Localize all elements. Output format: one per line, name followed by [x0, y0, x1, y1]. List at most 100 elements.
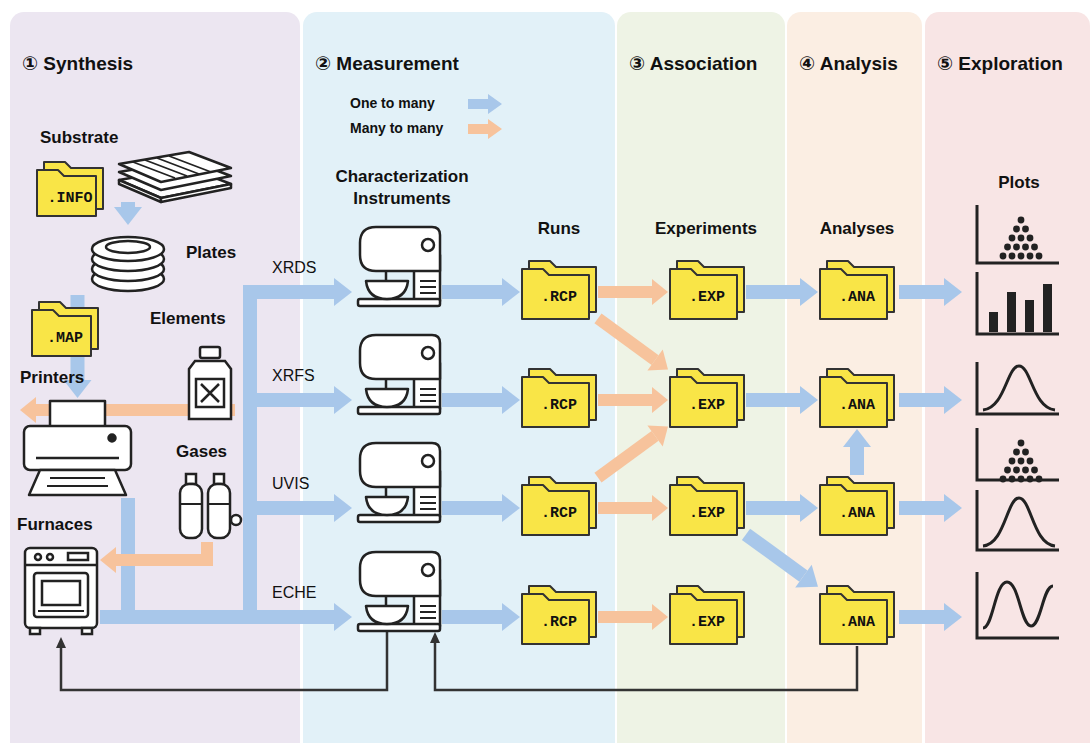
drawing-part: [358, 443, 440, 522]
drawing-part: [670, 485, 737, 535]
furnace-icon: [22, 545, 100, 637]
stage-heading: ③ Association: [629, 52, 757, 75]
drawing-part: [522, 594, 589, 644]
arrow-shaft: [100, 292, 334, 617]
file-folder: .MAP: [30, 300, 100, 358]
flow-arrow: [56, 632, 387, 690]
drawing-part: [360, 335, 440, 379]
file-extension: .RCP: [541, 504, 577, 524]
plot-dot: [1022, 449, 1029, 456]
stage-heading: ② Measurement: [315, 52, 459, 75]
flow-arrow: [598, 604, 668, 630]
drawing-part: [92, 237, 164, 291]
drawing-part: [92, 237, 164, 261]
folder-shape: [30, 300, 100, 358]
drawing-part: [977, 272, 1059, 334]
drawing-part: [522, 377, 589, 427]
drawing-part: [366, 389, 408, 407]
inst-icon: [352, 550, 442, 632]
plot-dot: [1018, 440, 1025, 447]
item-label: Plates: [186, 243, 236, 263]
plot-dot: [1009, 476, 1016, 483]
synthesis-item: Furnaces: [22, 545, 100, 637]
drawing-part: [522, 261, 596, 319]
drawing-part: [358, 552, 440, 631]
drawing-part: [977, 572, 1059, 638]
drawing-part: [977, 428, 1059, 480]
drawing-part: [977, 490, 1059, 550]
arrow-shaft: [746, 501, 800, 515]
drawing-part: [360, 552, 440, 596]
arrow-head: [795, 565, 818, 588]
drawing-part: [35, 554, 41, 560]
drawing-part: [25, 564, 97, 567]
drawing-part: [977, 272, 1059, 334]
plot-dot: [1009, 253, 1016, 260]
drawing-part: [977, 572, 1059, 638]
arrow-shaft: [100, 610, 334, 624]
drawing-part: [820, 269, 887, 319]
stage-heading: ① Synthesis: [22, 52, 133, 75]
arrow-shaft: [746, 534, 803, 576]
drawing-part: [385, 271, 388, 281]
drawing-part: [358, 299, 440, 306]
arrow-head: [100, 547, 116, 573]
drawing-part: [37, 170, 96, 216]
drawing-part: [522, 485, 589, 535]
flow-arrow: [442, 278, 520, 306]
stage-band: ① SynthesisSubstrate.INFOPlates.MAPEleme…: [10, 12, 300, 743]
drawing-part: [37, 162, 103, 216]
arrow-shaft: [598, 502, 652, 514]
arrow-head: [652, 495, 668, 521]
inst-icon: [352, 333, 442, 415]
flow-arrow: [746, 494, 818, 522]
file-folder: .RCP: [520, 584, 598, 646]
file-folder: .RCP: [520, 475, 598, 537]
flow-arrow: [100, 386, 352, 617]
file-folder: .RCP: [520, 259, 598, 321]
drawing-part: [385, 379, 388, 389]
drawing-part: [200, 347, 220, 358]
drawing-part: [29, 470, 126, 495]
arrow-shaft: [435, 643, 857, 690]
drawing-part: [820, 261, 894, 319]
flow-arrow: [598, 387, 668, 413]
flow-arrow: [100, 278, 352, 617]
column-label: Characterization Instruments: [312, 166, 492, 210]
arrow-head: [334, 278, 352, 306]
arrow-head: [334, 603, 352, 631]
gases-icon: [172, 470, 242, 542]
drawing-part: [420, 389, 436, 401]
drawing-part: [899, 285, 945, 299]
drawing-part: [899, 501, 945, 515]
file-extension: .EXP: [689, 396, 725, 416]
plot-dot: [1013, 467, 1020, 474]
drawing-part: [522, 269, 589, 319]
drawing-part: [820, 377, 887, 427]
drawing-part: [977, 362, 1059, 414]
plot-dot: [1013, 244, 1020, 251]
file-extension: .RCP: [541, 288, 577, 308]
arrow-shaft: [746, 285, 800, 299]
arrow-head: [56, 637, 66, 648]
drawing-part: [358, 515, 440, 522]
item-label: Gases: [176, 442, 227, 462]
file-extension: .EXP: [689, 613, 725, 633]
drawing-part: [25, 548, 97, 628]
instrument-name: UVIS: [272, 475, 309, 493]
file-folder: .ANA: [818, 475, 896, 537]
file-extension: .ANA: [839, 396, 875, 416]
plot-dot: [1000, 476, 1007, 483]
drawing-part: [899, 393, 945, 407]
file-extension: .ANA: [839, 504, 875, 524]
band-ground: [925, 12, 1090, 743]
arrow-shaft: [598, 318, 655, 360]
drawing-part: [214, 474, 224, 484]
arrow-shaft: [442, 501, 502, 515]
printer-icon: [20, 398, 135, 498]
drawing-part: [522, 477, 596, 535]
drawing-part: [24, 426, 131, 470]
drawing-part: [36, 457, 119, 460]
arrow-shaft: [598, 611, 652, 623]
arrow-shaft: [746, 393, 800, 407]
